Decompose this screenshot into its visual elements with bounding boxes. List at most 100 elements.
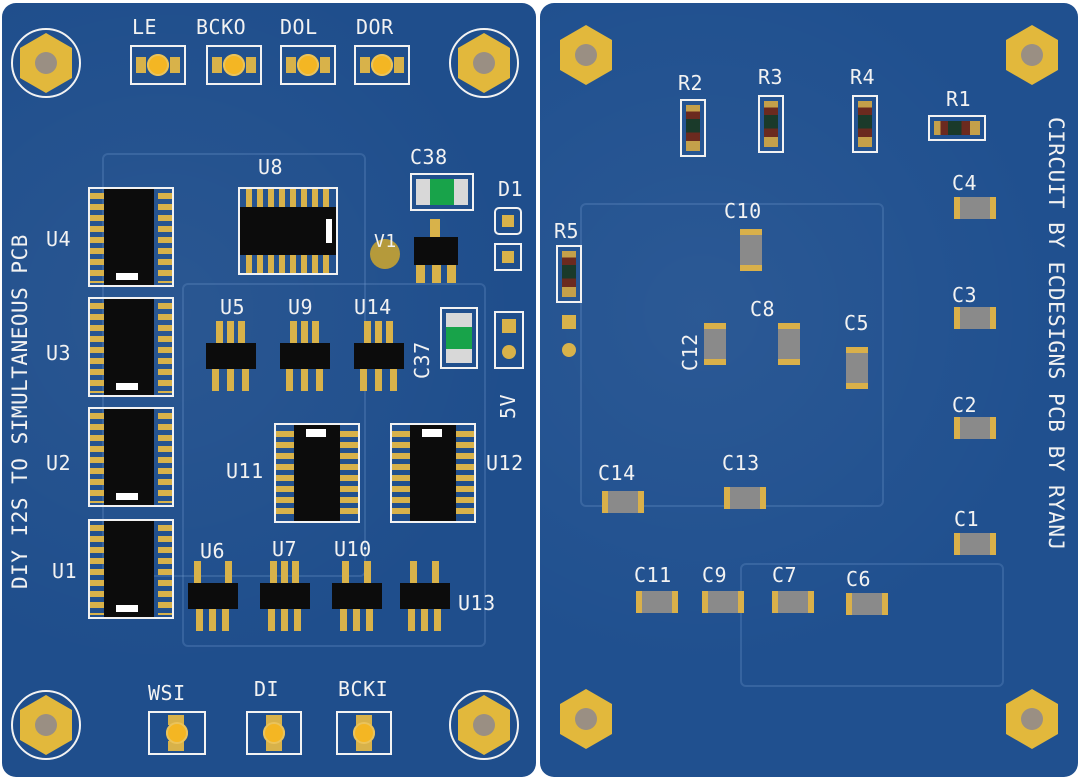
- testpoint-le[interactable]: [130, 45, 186, 85]
- capacitor-c14: [602, 491, 644, 513]
- label-u14: U14: [354, 295, 392, 319]
- testpoint-bcki[interactable]: [336, 711, 392, 755]
- label-u3: U3: [46, 341, 72, 365]
- capacitor-c3: [954, 307, 996, 329]
- label-di: DI: [254, 677, 280, 701]
- label-dor: DOR: [356, 15, 394, 39]
- ic-u1: [88, 519, 174, 619]
- label-wsi: WSI: [148, 681, 186, 705]
- mounting-hole-icon: [11, 690, 81, 760]
- resistor-r5: [556, 245, 582, 303]
- capacitor-c11: [636, 591, 678, 613]
- label-u11: U11: [226, 459, 264, 483]
- regulator-v1: [414, 237, 458, 265]
- resistor-r1: [928, 115, 986, 141]
- testpoint-di[interactable]: [246, 711, 302, 755]
- ic-u11: [274, 423, 360, 523]
- label-c4: C4: [952, 171, 978, 195]
- label-u1: U1: [52, 559, 78, 583]
- header-5v[interactable]: [494, 311, 524, 369]
- label-v1: V1: [374, 231, 397, 252]
- testpoint-wsi[interactable]: [148, 711, 206, 755]
- mounting-hole-icon: [560, 689, 612, 749]
- label-c37: C37: [410, 341, 434, 379]
- label-c5: C5: [844, 311, 870, 335]
- label-le: LE: [132, 15, 158, 39]
- label-c2: C2: [952, 393, 978, 417]
- resistor-r2: [680, 99, 706, 157]
- capacitor-c7: [772, 591, 814, 613]
- mounting-hole-icon: [11, 28, 81, 98]
- diode-d1-pad: [494, 207, 522, 235]
- pin: [432, 265, 441, 283]
- label-r4: R4: [850, 65, 876, 89]
- mounting-hole-icon: [560, 25, 612, 85]
- front-pcb-board: LE BCKO DOL DOR DIY I2S TO SIMULTANEOUS …: [2, 3, 536, 777]
- capacitor-c9: [702, 591, 744, 613]
- testpoint-bcko[interactable]: [206, 45, 262, 85]
- label-u5: U5: [220, 295, 246, 319]
- label-c11: C11: [634, 563, 672, 587]
- ic-u12: [390, 423, 476, 523]
- testpoint-dor[interactable]: [354, 45, 410, 85]
- label-c38: C38: [410, 145, 448, 169]
- label-u8: U8: [258, 155, 284, 179]
- label-c13: C13: [722, 451, 760, 475]
- mounting-hole-icon: [1006, 689, 1058, 749]
- label-u4: U4: [46, 227, 72, 251]
- capacitor-c6: [846, 593, 888, 615]
- capacitor-c1: [954, 533, 996, 555]
- trace: [740, 563, 1004, 687]
- capacitor-c37: [440, 307, 478, 369]
- trace: [182, 283, 486, 647]
- capacitor-c13: [724, 487, 766, 509]
- resistor-r4: [852, 95, 878, 153]
- label-u2: U2: [46, 451, 72, 475]
- label-u13: U13: [458, 591, 496, 615]
- credit-text: CIRCUIT BY ECDESIGNS PCB BY RYANJ: [1044, 117, 1068, 551]
- ic-u5: [206, 321, 256, 397]
- label-c1: C1: [954, 507, 980, 531]
- via-v1: [370, 239, 400, 269]
- pad: [562, 343, 576, 357]
- ic-u6: [188, 561, 238, 637]
- ic-u14: [354, 321, 404, 397]
- label-c6: C6: [846, 567, 872, 591]
- label-c10: C10: [724, 199, 762, 223]
- capacitor-c12: [704, 323, 726, 365]
- ic-u4: [88, 187, 174, 287]
- ic-u10: [332, 561, 382, 637]
- capacitor-c8: [778, 323, 800, 365]
- pad: [562, 315, 576, 329]
- label-bcki: BCKI: [338, 677, 389, 701]
- capacitor-c2: [954, 417, 996, 439]
- pin: [430, 219, 440, 237]
- testpoint-dol[interactable]: [280, 45, 336, 85]
- label-d1: D1: [498, 177, 524, 201]
- label-bcko: BCKO: [196, 15, 247, 39]
- ic-u2: [88, 407, 174, 507]
- mounting-hole-icon: [1006, 25, 1058, 85]
- capacitor-c10: [740, 229, 762, 271]
- diode-d1-pad: [494, 243, 522, 271]
- label-5v: 5V: [496, 393, 520, 419]
- board-title: DIY I2S TO SIMULTANEOUS PCB: [8, 234, 32, 589]
- label-c3: C3: [952, 283, 978, 307]
- label-c14: C14: [598, 461, 636, 485]
- label-u6: U6: [200, 539, 226, 563]
- label-dol: DOL: [280, 15, 318, 39]
- ic-u9: [280, 321, 330, 397]
- label-c8: C8: [750, 297, 776, 321]
- capacitor-c38: [410, 173, 474, 211]
- label-r5: R5: [554, 219, 580, 243]
- capacitor-c5: [846, 347, 868, 389]
- ic-u8: [238, 187, 338, 275]
- pin: [416, 265, 425, 283]
- label-r3: R3: [758, 65, 784, 89]
- capacitor-c4: [954, 197, 996, 219]
- mounting-hole-icon: [449, 28, 519, 98]
- label-c9: C9: [702, 563, 728, 587]
- ic-u7: [260, 561, 310, 637]
- ic-u3: [88, 297, 174, 397]
- label-u7: U7: [272, 537, 298, 561]
